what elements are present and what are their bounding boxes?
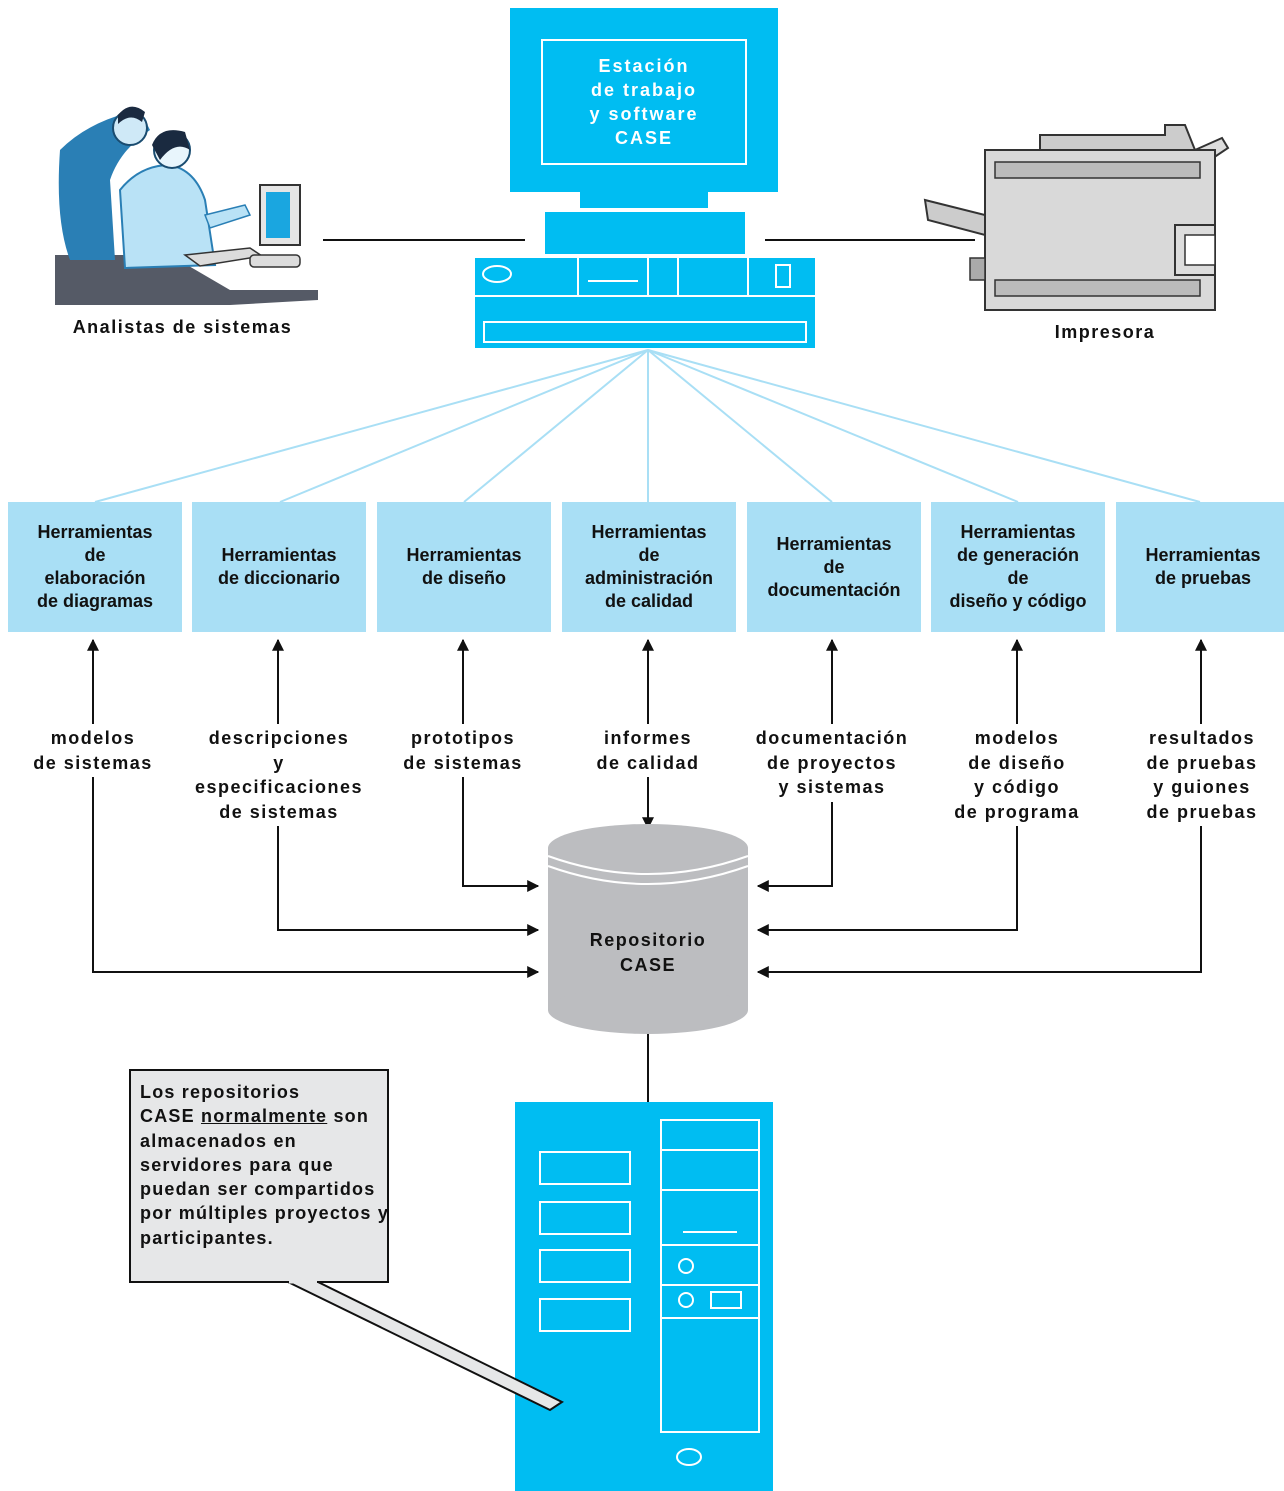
- tool-design: Herramientas de diseño: [377, 502, 551, 632]
- analysts-illustration: [55, 106, 318, 305]
- callout-box: [129, 1069, 564, 1412]
- workstation-label: Estación de trabajo y software CASE: [589, 56, 699, 148]
- callout-text: Los repositorios CASE normalmente son al…: [140, 1080, 390, 1250]
- callout-rest: son almacenados en servidores para que p…: [140, 1106, 390, 1248]
- flow-label-descriptions: descripciones y especificaciones de sist…: [180, 724, 378, 826]
- tool-quality-management: Herramientas de administración de calida…: [562, 502, 736, 632]
- callout-line2a: CASE: [140, 1106, 202, 1127]
- tool-documentation: Herramientas de documentación: [747, 502, 921, 632]
- flow-label-documentation: documentación de proyectos y sistemas: [738, 724, 926, 802]
- fan-lines: [94, 349, 1201, 503]
- server-tower: [515, 1102, 773, 1491]
- workstation-computer: [475, 8, 815, 348]
- tool-diagramming: Herramientas de elaboración de diagramas: [8, 502, 182, 632]
- repository-cylinder: [547, 824, 749, 1034]
- flow-label-system-models: modelos de sistemas: [18, 724, 168, 777]
- callout-underlined-word: normalmente: [201, 1106, 328, 1127]
- tool-testing: Herramientas de pruebas: [1116, 502, 1284, 632]
- flow-label-prototypes: prototipos de sistemas: [388, 724, 538, 777]
- printer-illustration: [923, 124, 1230, 311]
- flow-label-design-models: modelos de diseño y código de programa: [937, 724, 1097, 826]
- callout-line1: Los repositorios: [140, 1082, 301, 1102]
- flow-label-test-results: resultados de pruebas y guiones de prueb…: [1128, 724, 1276, 826]
- analysts-label: Analistas de sistemas: [72, 317, 293, 337]
- printer-label: Impresora: [1054, 322, 1156, 342]
- tool-code-generation: Herramientas de generación de diseño y c…: [931, 502, 1105, 632]
- tool-dictionary: Herramientas de diccionario: [192, 502, 366, 632]
- repository-label: Repositorio CASE: [589, 930, 707, 975]
- flow-label-quality-reports: informes de calidad: [573, 724, 723, 777]
